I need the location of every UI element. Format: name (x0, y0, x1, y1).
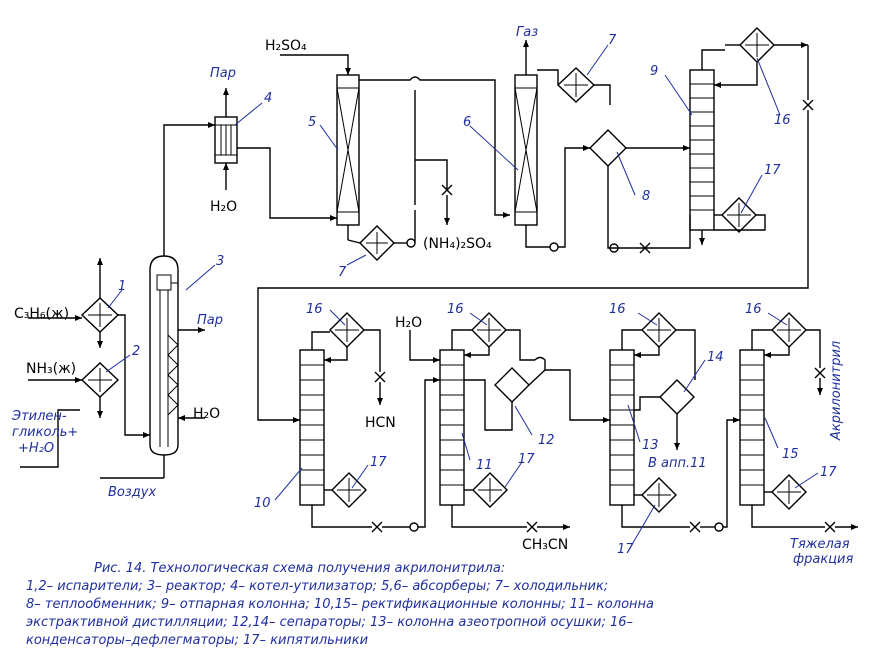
reboiler-17c (472, 472, 508, 508)
evaporator-2 (80, 362, 120, 398)
glycol-label-line: Этилен- (11, 409, 67, 424)
waste-heat-boiler-4 (214, 116, 238, 164)
h2so4-label: H₂SO₄ (265, 38, 307, 54)
condenser-16b (329, 312, 365, 348)
number-4: 4 (264, 91, 272, 106)
extractive-column-11 (439, 349, 465, 506)
number-9: 9 (650, 64, 658, 79)
to-app11-label: В апп.11 (648, 456, 707, 471)
cooler-7a (359, 225, 395, 261)
number-5: 5 (308, 115, 316, 130)
number-3: 3 (216, 254, 224, 269)
ammonium-sulfate-label: (NH₄)₂SO₄ (423, 236, 492, 252)
number-17a: 17 (764, 163, 781, 178)
heavy-fraction-line: фракция (793, 552, 853, 567)
reboiler-17f (771, 474, 807, 510)
water-extr-label: H₂O (395, 315, 422, 331)
number-10: 10 (254, 496, 271, 511)
glycol-label-line: +H₂O (18, 441, 54, 456)
caption-line-3: 8– теплообменник; 9– отпарная колонна; 1… (26, 597, 654, 612)
number-1: 1 (118, 279, 126, 294)
heavy-fraction-label: Тяжелая фракция (790, 537, 854, 567)
separator-14 (659, 379, 695, 415)
reboiler-17b (331, 472, 367, 508)
separator-12 (494, 367, 530, 403)
water-boiler-label: H₂O (210, 199, 237, 215)
gas-label: Газ (516, 25, 538, 40)
number-16a: 16 (774, 113, 791, 128)
reboiler-17d (641, 477, 677, 513)
number-17f: 17 (820, 465, 837, 480)
condenser-16d (641, 312, 677, 348)
air-label: Воздух (108, 485, 156, 500)
caption-title: Рис. 14. Технологическая схема получения… (94, 561, 505, 576)
number-16b: 16 (306, 302, 323, 317)
ammonia-label: NH₃(ж) (26, 361, 76, 377)
propylene-label: C₃H₆(ж) (14, 306, 69, 322)
condenser-16a (739, 27, 775, 63)
reactor-3 (149, 255, 179, 456)
condenser-16e (771, 312, 807, 348)
reboiler-17a (721, 197, 757, 233)
absorber-5 (336, 74, 360, 226)
caption-line-5: конденсаторы–дефлегматоры; 17– кипятильн… (26, 633, 368, 648)
hcn-label: HCN (365, 415, 396, 431)
stripper-9 (689, 69, 715, 231)
number-11: 11 (476, 458, 493, 473)
number-16e: 16 (745, 302, 762, 317)
number-17c: 17 (518, 452, 535, 467)
glycol-label: Этилен- гликоль+ +H₂O (11, 409, 82, 456)
number-7b: 7 (608, 33, 617, 48)
drying-column-13 (609, 349, 635, 506)
heavy-fraction-line: Тяжелая (790, 537, 850, 552)
number-14: 14 (707, 350, 724, 365)
number-15: 15 (782, 447, 799, 462)
number-16d: 16 (609, 302, 626, 317)
rect-column-15 (739, 349, 765, 506)
number-12: 12 (538, 433, 555, 448)
rect-column-10 (299, 349, 325, 506)
steam-reactor-label: Пар (197, 313, 223, 328)
acetonitrile-label: CH₃CN (522, 537, 568, 553)
water-reactor-label: H₂O (193, 406, 220, 422)
evaporator-1 (80, 297, 120, 333)
number-7a: 7 (338, 265, 347, 280)
acrylonitrile-label: Акрилонитрил (829, 341, 844, 441)
steam-boiler-label: Пар (210, 66, 236, 81)
number-8: 8 (642, 189, 650, 204)
number-17d: 17 (617, 542, 634, 557)
absorber-6 (514, 74, 538, 226)
number-17b: 17 (370, 455, 387, 470)
caption-line-4: экстрактивной дистилляции; 12,14– сепара… (26, 615, 633, 630)
number-6: 6 (463, 115, 471, 130)
number-16c: 16 (447, 302, 464, 317)
caption-line-2: 1,2– испарители; 3– реактор; 4– котел-ут… (26, 579, 608, 594)
glycol-label-line: гликоль+ (12, 425, 78, 440)
number-2: 2 (132, 344, 140, 359)
number-13: 13 (642, 438, 659, 453)
